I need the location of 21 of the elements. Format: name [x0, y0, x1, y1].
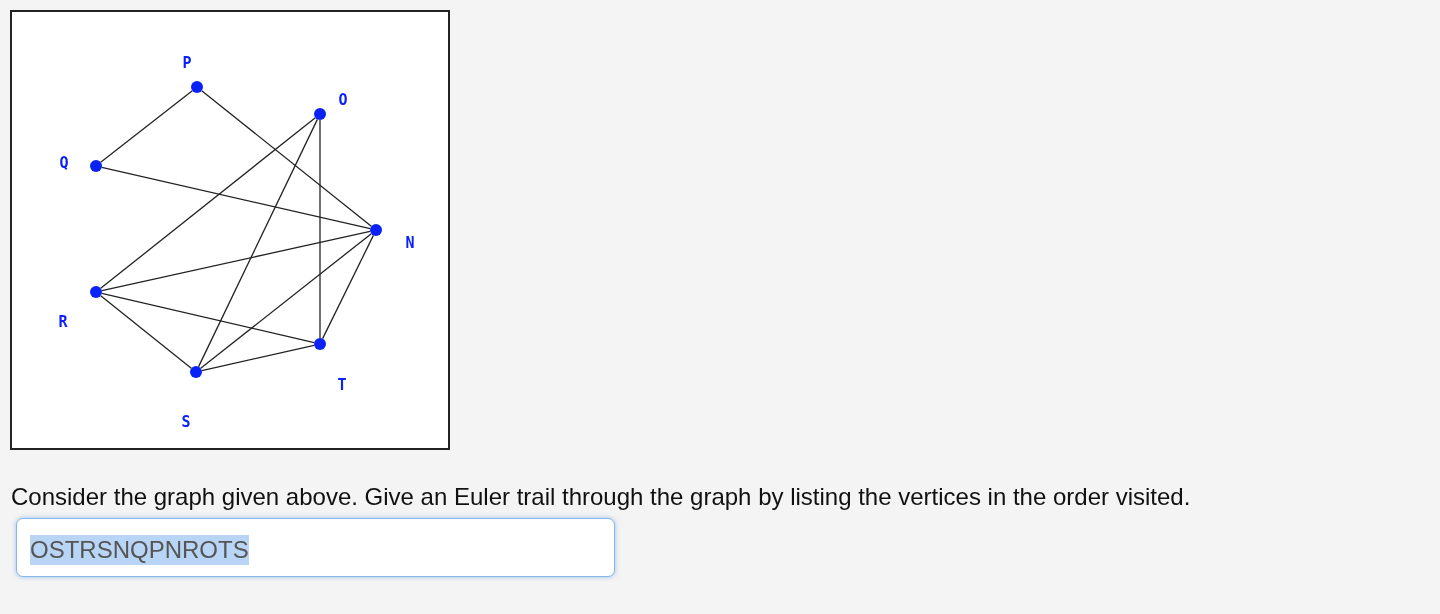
edge-line	[100, 90, 193, 163]
vertex-label: Q	[58, 155, 70, 171]
vertex-label: O	[337, 92, 349, 108]
input-field: OSTRSNQPNROTS	[16, 518, 615, 577]
vertex-label: R	[57, 314, 69, 330]
vertex-label: N	[404, 235, 416, 251]
edge-line	[319, 119, 321, 339]
question-text: Consider the graph given above. Give an Euler trail through the graph by listing the vertices in the order visited.	[11, 482, 1191, 512]
edge-line	[101, 292, 315, 344]
edge-line	[101, 166, 371, 230]
vertex-label: S	[180, 414, 192, 430]
edge-line	[201, 90, 372, 227]
vertex-label: T	[336, 377, 348, 393]
vertex-label: P	[181, 55, 193, 71]
edge-line	[101, 230, 371, 292]
edge-line	[197, 118, 319, 368]
edge-line	[100, 117, 316, 289]
edge-line	[201, 344, 315, 372]
edge-line	[100, 295, 192, 369]
edge-line	[200, 233, 372, 369]
edge-line	[321, 234, 375, 340]
